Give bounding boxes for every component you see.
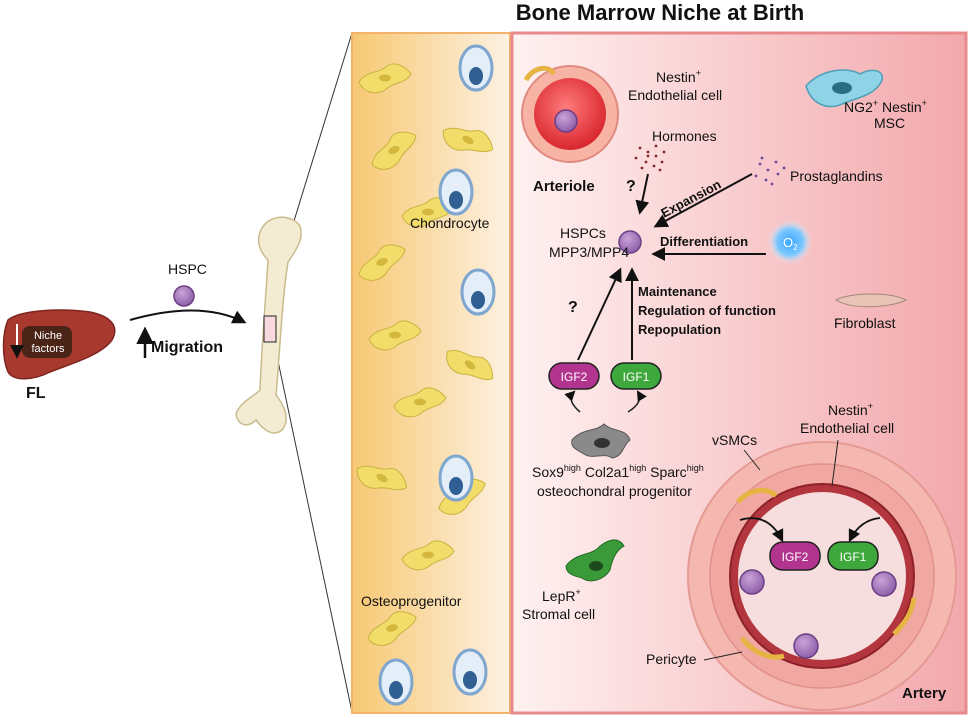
artery (687, 441, 957, 711)
regulation-label: Regulation of function (638, 303, 776, 318)
igf2-question-mark: ? (568, 299, 578, 316)
expansion-arrow (653, 173, 753, 228)
mpp-label: MPP3/MPP4 (549, 244, 629, 260)
lepr-stromal-cell (565, 539, 625, 582)
artery-igf2-arrow (739, 517, 784, 543)
prostaglandins-label: Prostaglandins (790, 168, 883, 184)
artery-igf1-arrow (848, 517, 881, 543)
fibroblast-cell (834, 293, 908, 308)
hspc-label: HSPC (168, 261, 207, 277)
oxygen-label: O2 (783, 235, 798, 252)
migration-label: Migration (151, 339, 223, 356)
artery-igf2-label: IGF2 (782, 550, 809, 564)
prostaglandin-dots (754, 156, 786, 186)
artery-igf1-label: IGF1 (840, 550, 867, 564)
zoom-line-bottom (273, 341, 353, 713)
vsmcs-label: vSMCs (712, 432, 757, 448)
hormone-dots (634, 144, 666, 172)
fetal-liver (2, 309, 116, 380)
fibroblast-label: Fibroblast (834, 315, 896, 331)
vsmcs-pointer (743, 449, 761, 471)
osteochondral-progenitor-label: osteochondral progenitor (537, 483, 692, 499)
fl-label: FL (26, 385, 46, 402)
nestin-endothelial-top-label-2: Endothelial cell (628, 87, 722, 103)
sox9-label: Sox9high Col2a1high Sparchigh (532, 463, 704, 480)
hspc-center-cell (618, 230, 642, 254)
hspc-cell (173, 285, 195, 307)
nestin-endothelial-artery-label-2: Endothelial cell (800, 420, 894, 436)
niche-factors-label-2: factors (31, 343, 65, 355)
hspcs-label: HSPCs (560, 225, 606, 241)
chondrocyte-label: Chondrocyte (410, 215, 490, 231)
arteriole-label: Arteriole (533, 178, 595, 195)
artery-igf2-pill (769, 541, 821, 571)
zoom-region-box (263, 315, 277, 343)
lepr-label: LepR+ (542, 587, 581, 604)
artery-label: Artery (902, 685, 947, 702)
nestin-endothelial-pointer (831, 439, 839, 487)
hormones-question-mark: ? (626, 178, 636, 195)
niche-factors-label-1: Niche (34, 330, 62, 342)
osteoprogenitor-label: Osteoprogenitor (361, 593, 462, 609)
maintenance-label: Maintenance (638, 284, 717, 299)
igf2-label: IGF2 (561, 370, 588, 384)
repopulation-label: Repopulation (638, 322, 721, 337)
lepr-label-2: Stromal cell (522, 606, 595, 622)
hormones-arrow (635, 173, 650, 215)
femur-bone (235, 216, 302, 434)
nestin-endothelial-artery-label: Nestin+ (828, 401, 873, 418)
progenitor-to-igf1-arrow (627, 390, 647, 413)
niche-factors-box (22, 326, 72, 358)
pericyte-pointer (703, 651, 743, 661)
ng2-msc-label: NG2+ Nestin+ (844, 98, 927, 115)
hormones-label: Hormones (652, 128, 717, 144)
progenitor-to-igf2-arrow (564, 390, 581, 413)
ng2-msc-label-2: MSC (874, 115, 905, 131)
arteriole (521, 65, 619, 163)
differentiation-label: Differentiation (660, 234, 748, 249)
igf2-to-hspc-arrow (577, 267, 622, 361)
pericyte-label: Pericyte (646, 651, 697, 667)
nestin-endothelial-top-label: Nestin+ (656, 68, 701, 85)
igf2-pill (548, 362, 600, 390)
oxygen-glow (768, 220, 812, 264)
igf1-label: IGF1 (623, 370, 650, 384)
igf1-pill (610, 362, 662, 390)
diagram-title: Bone Marrow Niche at Birth (516, 0, 804, 25)
migration-arrow (129, 309, 247, 324)
